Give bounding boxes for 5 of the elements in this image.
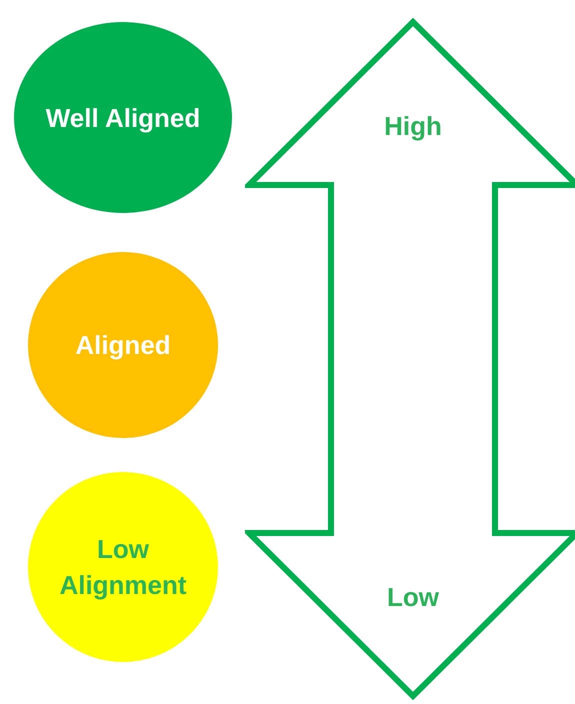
circle-label: Low Alignment (58, 533, 188, 602)
scale-label: Low (386, 581, 440, 613)
scale-label: High (383, 110, 443, 142)
circle-label: Aligned (75, 329, 171, 362)
circle-label: Well Aligned (46, 102, 200, 134)
